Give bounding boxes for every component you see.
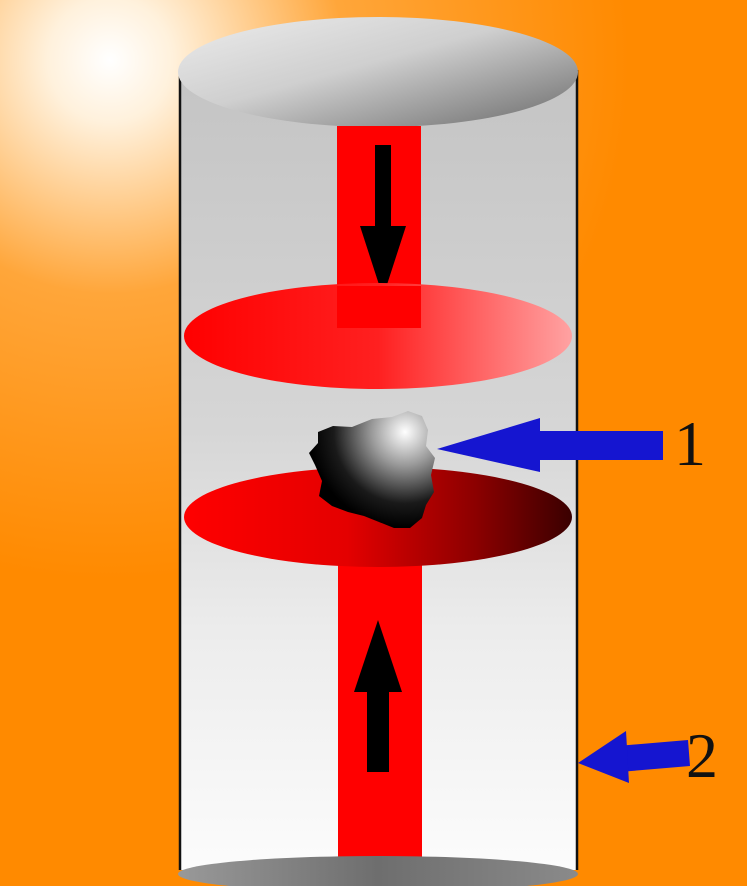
- label-2: 2: [686, 720, 718, 791]
- cylinder-top-cap: [178, 17, 578, 127]
- pointer-2-left-arrow-icon: [578, 731, 690, 783]
- upper-plate: [184, 283, 572, 389]
- specimen-rock: [309, 411, 435, 528]
- down-arrow-icon: [360, 145, 406, 297]
- label-1: 1: [674, 408, 706, 479]
- pointer-1-left-arrow-icon: [437, 418, 663, 472]
- upper-piston-rod-joint: [337, 286, 421, 328]
- cylinder-bottom-cap: [178, 856, 578, 886]
- up-arrow-icon: [354, 620, 402, 772]
